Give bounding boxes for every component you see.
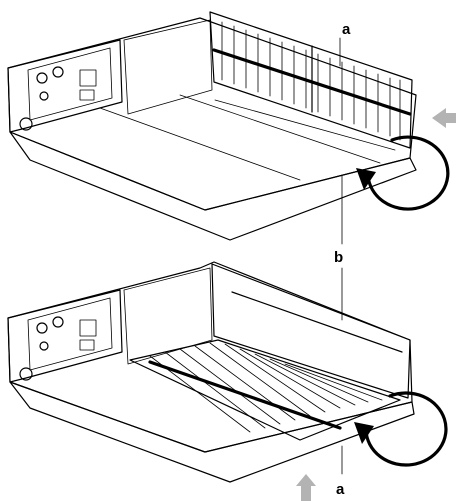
top-indoor-unit — [7, 11, 456, 241]
top-unit-side-panel — [123, 19, 213, 115]
top-unit-seam-2 — [179, 94, 381, 164]
top-unit-control-box — [27, 47, 113, 121]
top-unit-front-side — [7, 39, 123, 133]
top-rotation-arrow — [356, 135, 450, 211]
top-unit-port-1 — [36, 72, 48, 84]
top-unit-rear-grille-frame — [209, 11, 413, 149]
bottom-airflow-arrow — [296, 474, 316, 501]
bottom-rotation-arrow — [354, 391, 448, 467]
bottom-unit-bottom-grille — [129, 339, 401, 441]
top-airflow-arrow — [432, 108, 456, 128]
bottom-unit-side-panel — [123, 267, 213, 365]
bottom-unit-rear-cover — [211, 263, 411, 399]
top-unit-rear-grille — [212, 21, 412, 141]
bottom-unit-label-plate — [79, 339, 95, 351]
bottom-unit-port-2 — [52, 316, 64, 328]
bottom-unit-drain — [19, 367, 33, 381]
bottom-unit-control-box — [27, 297, 113, 371]
top-unit-seam-1 — [99, 107, 301, 181]
top-unit-label-plate — [79, 89, 95, 101]
bottom-indoor-unit — [7, 261, 448, 501]
bottom-unit-front-side — [7, 289, 123, 383]
bottom-unit-port-1 — [36, 322, 48, 334]
label-bottom-a: a — [336, 481, 345, 498]
top-unit-drain — [19, 117, 33, 131]
bottom-unit-bottom-panel — [9, 381, 415, 483]
top-unit-port-3 — [39, 91, 49, 101]
top-unit-port-2 — [52, 66, 64, 78]
label-b: b — [334, 249, 343, 266]
bottom-unit-rear-rail — [231, 291, 403, 353]
label-top-a: a — [342, 21, 351, 38]
top-unit-terminal — [79, 69, 97, 87]
bottom-unit-terminal — [79, 319, 97, 337]
bottom-unit-port-3 — [39, 341, 49, 351]
top-unit-seam-3 — [214, 99, 396, 151]
top-unit-bottom-panel — [9, 131, 417, 241]
